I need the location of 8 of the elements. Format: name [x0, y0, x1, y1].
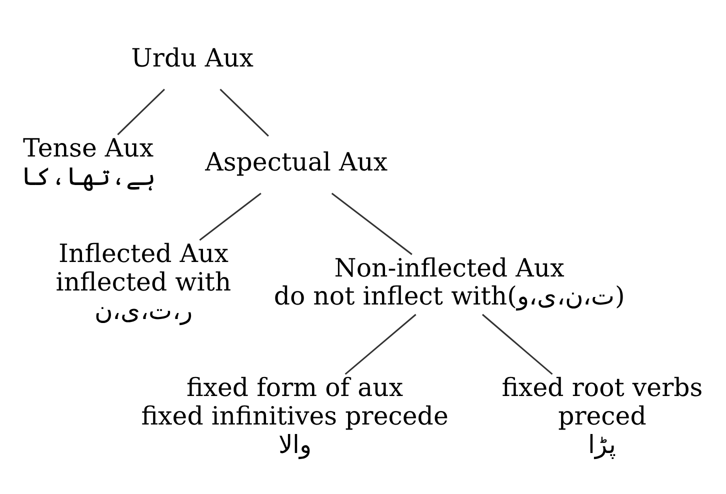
node-text: Aspectual Aux [205, 147, 388, 176]
connector [344, 313, 416, 374]
connector [117, 88, 165, 135]
connector [199, 192, 262, 240]
connector [482, 313, 553, 374]
connector [220, 88, 269, 136]
connector [331, 192, 412, 255]
node-text: Urdu Aux [131, 43, 254, 72]
